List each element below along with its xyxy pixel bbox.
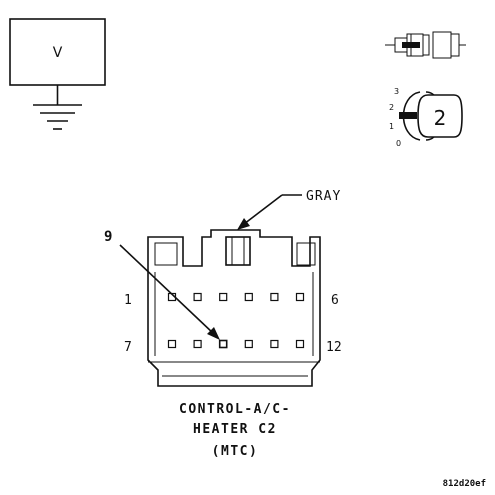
probe-tool-icon [385,31,466,59]
pin-cavity-4 [244,292,253,302]
pin-9-callout: 9 [104,229,220,340]
connector-caption-line1: CONTROL-A/C- [179,402,291,417]
gauge-scale-1: 1 [389,122,394,131]
pin-position-gauge-icon: 3 2 1 0 2 [389,87,463,148]
pin-cavity-11 [270,339,279,349]
connector-caption-line3: (MTC) [212,444,259,459]
connector-c2 [147,229,321,387]
pin-cavity-5 [270,292,279,302]
pin-label-12: 12 [326,340,342,355]
voltmeter-label: V [53,45,63,61]
pin-cavity-2 [193,292,202,302]
gauge-scale-2: 2 [389,103,394,112]
pin-cavity-9 [218,339,228,349]
ground-icon [33,104,82,130]
pin-cavity-6 [295,292,305,302]
connector-color-label: GRAY [306,189,341,204]
voltmeter-symbol: V [9,18,106,130]
pin-cavity-3 [219,292,228,302]
gauge-scale-3: 3 [394,87,399,96]
pin-cavity-7 [167,339,177,349]
pin-cavities [167,292,305,349]
pin-label-6: 6 [331,293,339,308]
pin-cavity-10 [244,339,253,349]
gray-callout: GRAY [237,189,341,230]
pin-label-1: 1 [124,293,132,308]
highlighted-pin-number: 9 [104,229,112,245]
connector-caption-line2: HEATER C2 [193,422,277,437]
pin-cavity-12 [295,339,305,349]
figure-id: 812d20ef [443,479,486,489]
pin-label-7: 7 [124,340,132,355]
gauge-scale-0: 0 [396,139,401,148]
probe-badge: 2 [434,106,447,130]
pin-cavity-8 [193,339,202,349]
